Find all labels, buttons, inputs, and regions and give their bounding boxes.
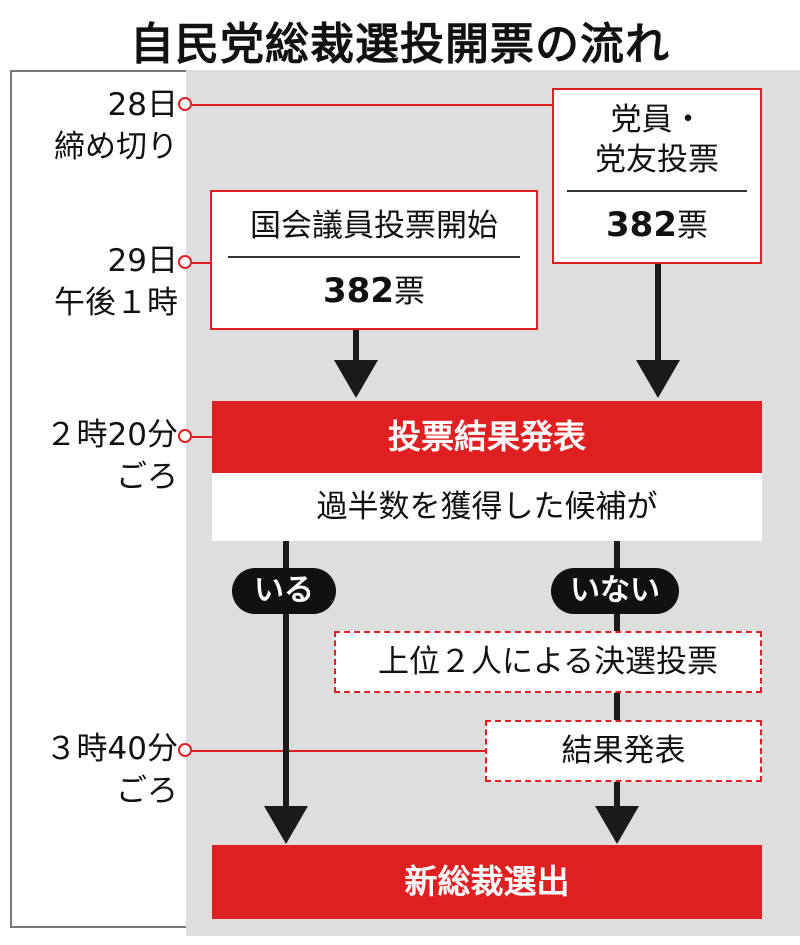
timeline-dot-28: [178, 97, 192, 111]
branch-yes-line: [283, 541, 289, 809]
timeline-label-29: 29日午後１時: [54, 243, 178, 321]
diet-vote-divider: [228, 256, 520, 258]
arrow-member-head: [636, 360, 680, 398]
connector-28: [192, 104, 554, 106]
member-vote-label-2: 党友投票: [595, 142, 719, 178]
diet-vote-label: 国会議員投票開始: [250, 208, 498, 244]
no-label: いない: [551, 568, 679, 614]
arrow-member-shaft: [655, 264, 661, 362]
connector-220: [192, 436, 212, 438]
final-bar: 新総裁選出: [212, 845, 762, 919]
member-vote-box: 党員・ 党友投票 382票: [552, 88, 762, 264]
timeline-label-340: ３時40分ごろ: [45, 731, 178, 809]
diet-vote-box: 国会議員投票開始 382票: [210, 190, 538, 330]
page-title: 自民党総裁選投開票の流れ: [130, 19, 670, 70]
diet-vote-count: 382票: [323, 271, 425, 311]
connector-29: [192, 262, 212, 264]
branch-yes-arrowhead: [264, 806, 308, 844]
majority-bar: 過半数を獲得した候補が: [212, 473, 762, 541]
member-vote-label-1: 党員・: [610, 102, 704, 138]
runoff-result-box: 結果発表: [485, 720, 762, 782]
runoff-box: 上位２人による決選投票: [334, 631, 762, 693]
member-vote-count: 382票: [606, 205, 708, 245]
arrow-diet-shaft: [353, 330, 359, 362]
arrow-diet-head: [334, 360, 378, 398]
timeline-label-28: 28日締め切り: [54, 87, 178, 165]
timeline-dot-340: [178, 743, 192, 757]
connector-340: [192, 750, 485, 752]
timeline-column: [10, 70, 186, 928]
member-vote-divider: [567, 190, 747, 192]
announce-bar: 投票結果発表: [212, 401, 762, 473]
timeline-dot-29: [178, 255, 192, 269]
timeline-dot-220: [178, 429, 192, 443]
timeline-label-220: ２時20分ごろ: [45, 417, 178, 495]
yes-label: いる: [232, 568, 336, 614]
branch-no-arrowhead: [595, 806, 639, 844]
